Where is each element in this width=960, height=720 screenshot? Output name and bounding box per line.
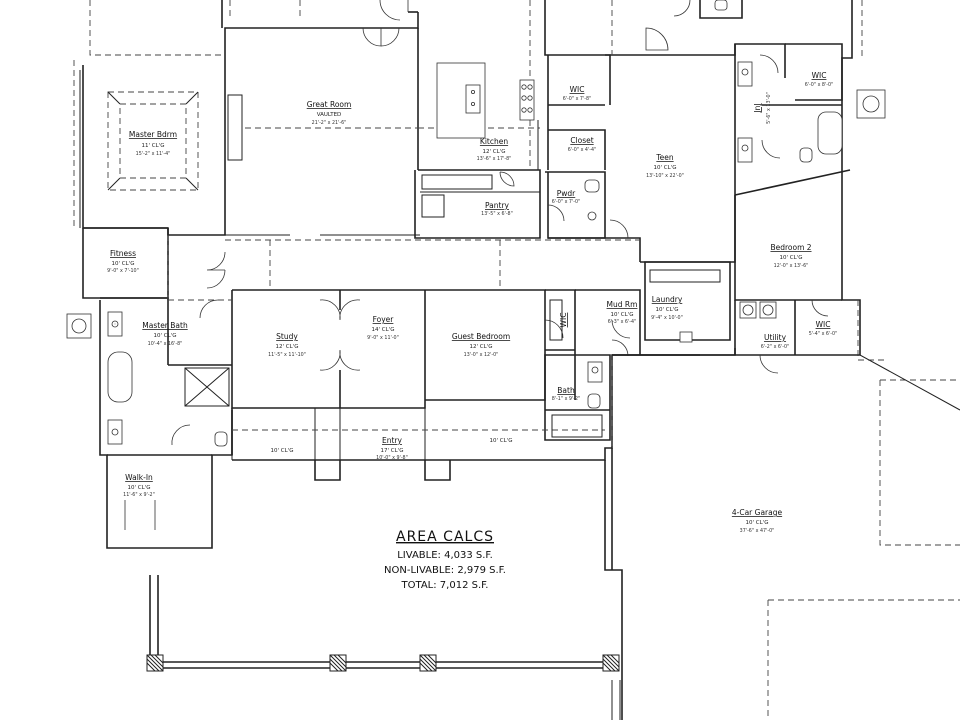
guest-bedroom-name: Guest Bedroom — [452, 332, 510, 341]
entry-name: Entry — [382, 436, 403, 445]
wic-top-name: WIC — [570, 85, 585, 94]
area-calcs-livable: LIVABLE: 4,033 S.F. — [397, 550, 493, 561]
garage-name: 4-Car Garage — [732, 508, 783, 517]
closet-name: Closet — [570, 136, 593, 145]
pwdr-dims: 6'-0" x 7'-0" — [552, 199, 581, 205]
walk-in-name: Walk-In — [125, 473, 153, 482]
kitchen-dims: 13'-6" x 17'-8" — [477, 156, 512, 162]
mud-rm-dims: 6'-3" x 6'-4" — [608, 319, 637, 325]
area-calcs-total: TOTAL: 7,012 S.F. — [401, 580, 489, 591]
wic-small-name: WIC — [816, 320, 831, 329]
wic-right-dims: 6'-0" x 8'-0" — [805, 82, 834, 88]
master-bdrm-name: Master Bdrm — [129, 130, 177, 139]
study-name: Study — [276, 332, 298, 341]
walk-in-dims: 11'-6" x 9'-2" — [123, 492, 155, 498]
study-ceiling: 12' CL'G — [276, 344, 299, 350]
guest-bedroom-ceiling: 12' CL'G — [470, 344, 493, 350]
kitchen-fixtures — [421, 62, 539, 218]
laundry-name: Laundry — [652, 295, 683, 304]
master-bath-name: Master Bath — [142, 321, 188, 330]
exterior-units — [66, 89, 886, 339]
foyer-ceiling: 14' CL'G — [372, 327, 395, 333]
fitness-dims: 9'-0" x 7'-10" — [107, 268, 139, 274]
kitchen-ceiling: 12' CL'G — [483, 149, 506, 155]
bath-name: Bath — [557, 386, 575, 395]
porch-left-ceiling: 10' CL'G — [271, 448, 294, 454]
mud-rm-ceiling: 10' CL'G — [611, 312, 634, 318]
pantry-dims: 13'-5" x 6'-8" — [481, 211, 513, 217]
pantry-name: Pantry — [485, 201, 510, 210]
area-calcs: AREA CALCS LIVABLE: 4,033 S.F. NON-LIVAB… — [384, 529, 506, 591]
fitness-name: Fitness — [110, 249, 136, 258]
bath-dims: 8'-1" x 9'-2" — [552, 396, 581, 402]
foyer-name: Foyer — [373, 315, 395, 324]
garage-dims: 37'-6" x 47'-0" — [740, 528, 775, 534]
room-labels: Great Room VAULTED 21'-2" x 21'-6" Maste… — [107, 71, 837, 534]
garage-walls — [611, 354, 960, 570]
walk-in-ceiling: 10' CL'G — [128, 485, 151, 491]
mud-rm-name: Mud Rm — [607, 300, 638, 309]
utility-name: Utility — [764, 333, 787, 342]
porch-pergola — [146, 575, 621, 720]
great-room-name: Great Room — [307, 100, 352, 109]
pwdr-name: Pwdr — [557, 189, 576, 198]
laundry-dims: 9'-4" x 10'-0" — [651, 315, 683, 321]
wic-small-dims: 5'-4" x 6'-0" — [809, 331, 838, 337]
guest-bedroom-dims: 13'-0" x 12'-0" — [464, 352, 499, 358]
doors — [124, 0, 829, 530]
tray-ceiling — [79, 70, 243, 228]
area-calcs-title: AREA CALCS — [396, 529, 494, 545]
teen-dims: 13'-10" x 22'-0" — [646, 173, 684, 179]
great-room-dims: 21'-2" x 21'-6" — [312, 120, 347, 126]
master-bdrm-ceiling: 11' CL'G — [142, 143, 165, 149]
jnj-name: JnJ — [753, 103, 762, 113]
teen-ceiling: 10' CL'G — [654, 165, 677, 171]
master-bath-ceiling: 10' CL'G — [154, 333, 177, 339]
porch-right-ceiling: 10' CL'G — [490, 438, 513, 444]
utility-dims: 6'-2" x 6'-0" — [761, 344, 790, 350]
bedroom2-ceiling: 10' CL'G — [780, 255, 803, 261]
foyer-dims: 9'-0" x 11'-0" — [367, 335, 399, 341]
great-room-ceiling: VAULTED — [317, 112, 342, 118]
kitchen-name: Kitchen — [480, 137, 508, 146]
teen-name: Teen — [655, 153, 674, 162]
master-bdrm-dims: 15'-2" x 11'-4" — [136, 151, 171, 157]
wic-guest-name: WIC — [559, 313, 568, 328]
study-dims: 11'-5" x 11'-10" — [268, 352, 306, 358]
garage-ceiling: 10' CL'G — [746, 520, 769, 526]
wic-right-name: WIC — [812, 71, 827, 80]
master-bath-dims: 10'-4" x 16'-8" — [148, 341, 183, 347]
area-calcs-non-livable: NON-LIVABLE: 2,979 S.F. — [384, 565, 506, 576]
entry-ceiling: 17' CL'G — [381, 448, 404, 454]
dashed-lines — [73, 0, 960, 720]
entry-dims: 10'-0" x 9'-8" — [376, 455, 408, 461]
bedroom2-dims: 12'-0" x 13'-6" — [774, 263, 809, 269]
bath-fixtures — [107, 0, 843, 447]
interior-walls — [83, 28, 851, 481]
laundry-ceiling: 10' CL'G — [656, 307, 679, 313]
bedroom2-name: Bedroom 2 — [770, 243, 811, 252]
jnj-dims: 5'-6" x 13'-0" — [766, 92, 772, 124]
closet-dims: 6'-0" x 4'-4" — [568, 147, 597, 153]
fitness-ceiling: 10' CL'G — [112, 261, 135, 267]
wic-top-dims: 6'-0" x 7'-8" — [563, 96, 592, 102]
